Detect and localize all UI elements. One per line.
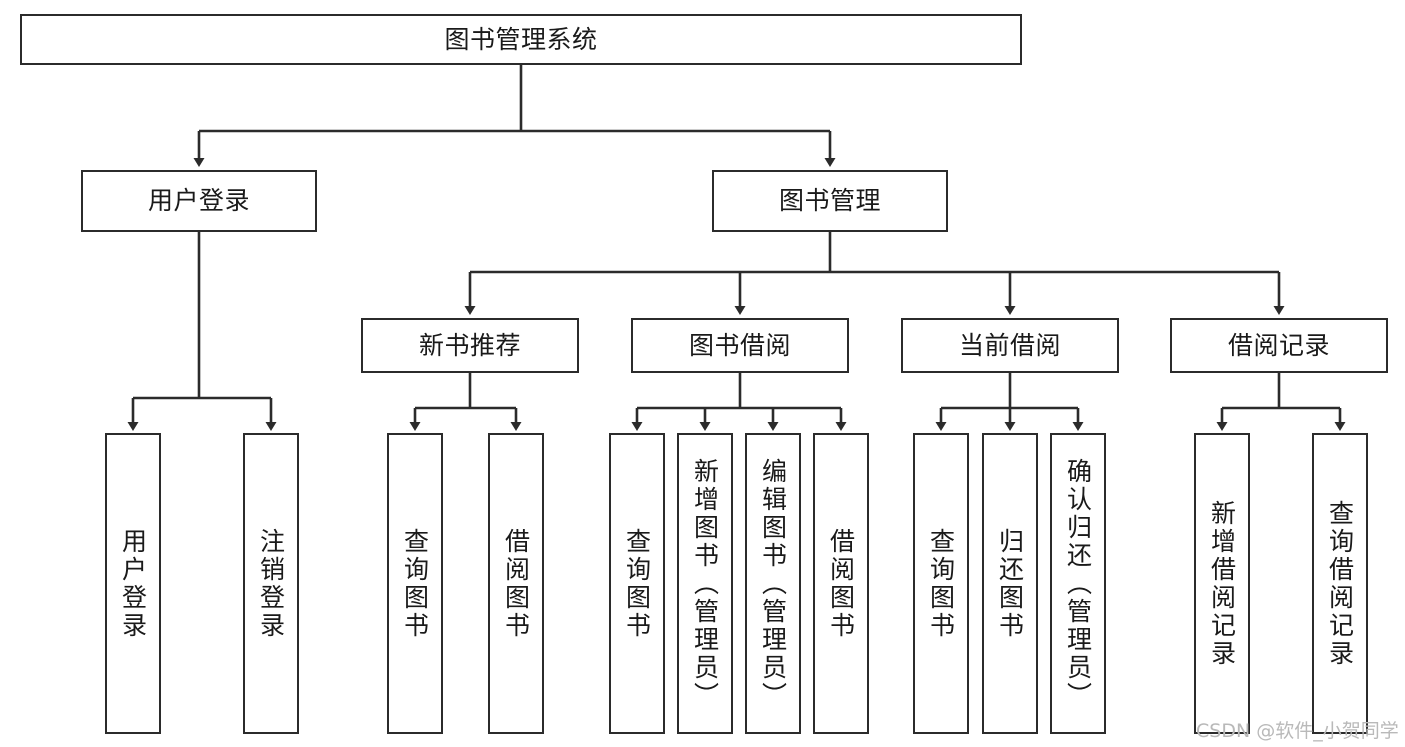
node-leaf-user-login[interactable]: 用户登录 bbox=[105, 433, 161, 734]
node-current-borrow-label: 当前借阅 bbox=[958, 330, 1061, 360]
node-root-label: 图书管理系统 bbox=[444, 24, 598, 54]
node-new-book-recommend[interactable]: 新书推荐 bbox=[361, 318, 579, 373]
node-book-borrow-label: 图书借阅 bbox=[688, 330, 791, 360]
node-leaf-user-logout-label: 注销登录 bbox=[256, 527, 286, 640]
node-book-borrow[interactable]: 图书借阅 bbox=[631, 318, 849, 373]
node-leaf-edit-book[interactable]: 编辑图书（管理员） bbox=[745, 433, 801, 734]
node-leaf-add-record[interactable]: 新增借阅记录 bbox=[1194, 433, 1250, 734]
node-new-book-recommend-label: 新书推荐 bbox=[418, 330, 521, 360]
node-leaf-query-book-2-label: 查询图书 bbox=[622, 527, 652, 640]
node-leaf-add-record-label: 新增借阅记录 bbox=[1207, 499, 1237, 668]
node-leaf-query-book-3[interactable]: 查询图书 bbox=[913, 433, 969, 734]
node-user-login-label: 用户登录 bbox=[147, 186, 250, 215]
node-leaf-query-record-label: 查询借阅记录 bbox=[1325, 499, 1355, 668]
node-leaf-confirm-return-label: 确认归还（管理员） bbox=[1063, 457, 1093, 710]
node-leaf-query-book-2[interactable]: 查询图书 bbox=[609, 433, 665, 734]
node-leaf-query-book-3-label: 查询图书 bbox=[926, 527, 956, 640]
node-book-manage-label: 图书管理 bbox=[778, 186, 881, 215]
node-leaf-borrow-book-1[interactable]: 借阅图书 bbox=[488, 433, 544, 734]
node-current-borrow[interactable]: 当前借阅 bbox=[901, 318, 1119, 373]
node-leaf-borrow-book-2-label: 借阅图书 bbox=[826, 527, 856, 640]
node-borrow-record[interactable]: 借阅记录 bbox=[1170, 318, 1388, 373]
node-leaf-edit-book-label: 编辑图书（管理员） bbox=[758, 457, 788, 710]
node-leaf-add-book[interactable]: 新增图书（管理员） bbox=[677, 433, 733, 734]
node-leaf-query-record[interactable]: 查询借阅记录 bbox=[1312, 433, 1368, 734]
node-book-manage[interactable]: 图书管理 bbox=[712, 170, 948, 232]
node-leaf-query-book-1-label: 查询图书 bbox=[400, 527, 430, 640]
node-leaf-user-login-label: 用户登录 bbox=[118, 527, 148, 640]
node-leaf-confirm-return[interactable]: 确认归还（管理员） bbox=[1050, 433, 1106, 734]
node-leaf-user-logout[interactable]: 注销登录 bbox=[243, 433, 299, 734]
node-leaf-query-book-1[interactable]: 查询图书 bbox=[387, 433, 443, 734]
node-root[interactable]: 图书管理系统 bbox=[20, 14, 1022, 65]
node-leaf-borrow-book-2[interactable]: 借阅图书 bbox=[813, 433, 869, 734]
node-user-login[interactable]: 用户登录 bbox=[81, 170, 317, 232]
node-leaf-add-book-label: 新增图书（管理员） bbox=[690, 457, 720, 710]
node-leaf-borrow-book-1-label: 借阅图书 bbox=[501, 527, 531, 640]
node-leaf-return-book[interactable]: 归还图书 bbox=[982, 433, 1038, 734]
node-borrow-record-label: 借阅记录 bbox=[1227, 330, 1330, 360]
node-leaf-return-book-label: 归还图书 bbox=[995, 527, 1025, 640]
csdn-watermark: CSDN @软件_小贺同学 bbox=[1196, 720, 1399, 742]
